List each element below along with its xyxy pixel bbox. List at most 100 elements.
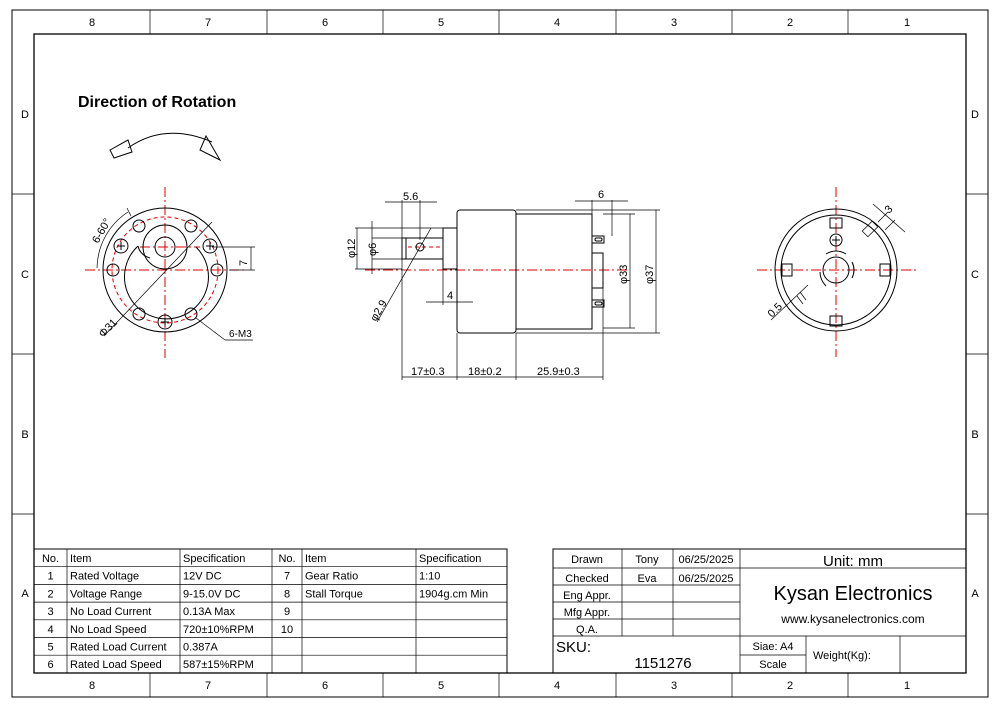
table-cell: 0.387A — [183, 642, 219, 654]
table-cell: 8 — [284, 588, 290, 600]
zone-column-label: 2 — [787, 17, 793, 29]
title-block-cell: Drawn — [571, 554, 603, 566]
zone-row-label: B — [971, 429, 978, 441]
dim-phi2-9: φ2.9 — [368, 298, 390, 323]
zone-column-label: 6 — [322, 17, 328, 29]
dim-0-5: 0.5 — [766, 301, 785, 320]
table-cell: 6 — [47, 659, 53, 671]
title-block-cell: Checked — [565, 573, 608, 585]
title-block-cell: Q.A. — [576, 624, 598, 636]
title-block-cell: Eva — [638, 573, 658, 585]
front-view: 6-60° 7 Φ31 6-M3 — [85, 187, 255, 358]
table-cell: 12V DC — [183, 571, 222, 583]
zone-ticks — [12, 10, 988, 697]
holes-label: 6-M3 — [229, 329, 252, 340]
table-cell: Stall Torque — [305, 588, 363, 600]
table-cell: Gear Ratio — [305, 571, 358, 583]
table-header: Specification — [419, 553, 481, 565]
table-header: Specification — [183, 553, 245, 565]
unit-label: Unit: mm — [823, 553, 883, 570]
zone-column-label: 7 — [205, 680, 211, 692]
zone-row-label: D — [971, 109, 979, 121]
table-cell: 9-15.0V DC — [183, 588, 241, 600]
table-header: Item — [70, 553, 91, 565]
screw-icon — [202, 238, 218, 254]
zone-row-label: C — [971, 269, 979, 281]
size-label: Siae: A4 — [753, 641, 794, 653]
side-view: 5.6 6 φ12 φ6 φ2.9 4 φ33 φ37 17±0.3 18±0.… — [346, 189, 660, 380]
screw-icon — [829, 233, 843, 247]
table-cell: 0.13A Max — [183, 606, 235, 618]
dim-5-6: 5.6 — [403, 191, 418, 203]
zone-column-label: 1 — [904, 680, 910, 692]
table-cell: No Load Speed — [70, 624, 146, 636]
dim-25-9: 25.9±0.3 — [537, 366, 580, 378]
title-block-cell: Tony — [635, 554, 659, 566]
zone-column-label: 4 — [554, 17, 560, 29]
offset-label: 7 — [238, 260, 250, 266]
table-cell: 4 — [47, 624, 53, 636]
zone-row-label: A — [971, 588, 979, 600]
zone-column-label: 2 — [787, 680, 793, 692]
zone-row-label: B — [21, 429, 28, 441]
inner-frame — [33, 33, 967, 674]
table-cell: 1904g.cm Min — [419, 588, 488, 600]
zone-column-label: 8 — [89, 17, 95, 29]
zone-column-label: 8 — [89, 680, 95, 692]
zone-column-label: 3 — [671, 17, 677, 29]
zone-column-label: 1 — [904, 17, 910, 29]
rear-view: 3 0.5 — [757, 187, 916, 357]
table-cell: 1:10 — [419, 571, 440, 583]
table-cell: 587±15%RPM — [183, 659, 254, 671]
zone-column-label: 5 — [438, 17, 444, 29]
dim-4: 4 — [447, 290, 453, 302]
dim-6: 6 — [598, 189, 604, 201]
table-cell: 9 — [284, 606, 290, 618]
table-cell: 2 — [47, 588, 53, 600]
table-cell: Rated Load Speed — [70, 659, 162, 671]
weight-label: Weight(Kg): — [813, 650, 871, 662]
dim-17: 17±0.3 — [411, 366, 445, 378]
sku-value: 1151276 — [634, 655, 691, 672]
zone-row-label: D — [21, 109, 29, 121]
sku-label: SKU: — [556, 639, 591, 656]
title-block-cell: Mfg Appr. — [564, 607, 610, 619]
dim-phi33: φ33 — [618, 265, 630, 284]
table-header: No. — [278, 553, 295, 565]
dim-phi12: φ12 — [346, 239, 358, 258]
zone-row-label: A — [21, 588, 29, 600]
zone-column-label: 7 — [205, 17, 211, 29]
drawing-title: Direction of Rotation — [78, 94, 236, 111]
dim-18: 18±0.2 — [468, 366, 502, 378]
table-cell: No Load Current — [70, 606, 151, 618]
table-cell: Voltage Range — [70, 588, 142, 600]
zone-column-label: 6 — [322, 680, 328, 692]
table-header: No. — [42, 553, 59, 565]
zone-column-label: 4 — [554, 680, 560, 692]
table-cell: 5 — [47, 642, 53, 654]
title-block-cell: 06/25/2025 — [678, 554, 733, 566]
table-header: Item — [305, 553, 326, 565]
screw-icon — [157, 314, 173, 330]
title-block-cell: 06/25/2025 — [678, 573, 733, 585]
company-website: www.kysanelectronics.com — [780, 612, 924, 626]
table-cell: 1 — [47, 571, 53, 583]
zone-column-label: 5 — [438, 680, 444, 692]
company-name: Kysan Electronics — [774, 583, 933, 605]
table-cell: Rated Voltage — [70, 571, 139, 583]
zone-column-label: 3 — [671, 680, 677, 692]
table-cell: 10 — [281, 624, 293, 636]
scale-label: Scale — [759, 659, 787, 671]
table-cell: Rated Load Current — [70, 642, 167, 654]
title-block-cell: Eng Appr. — [563, 590, 611, 602]
table-cell: 7 — [284, 571, 290, 583]
rotation-arrow-icon — [109, 132, 222, 162]
table-cell: 720±10%RPM — [183, 624, 254, 636]
zone-row-label: C — [21, 269, 29, 281]
screw-icon — [113, 238, 129, 254]
table-cell: 3 — [47, 606, 53, 618]
dim-phi37: φ37 — [644, 265, 656, 284]
